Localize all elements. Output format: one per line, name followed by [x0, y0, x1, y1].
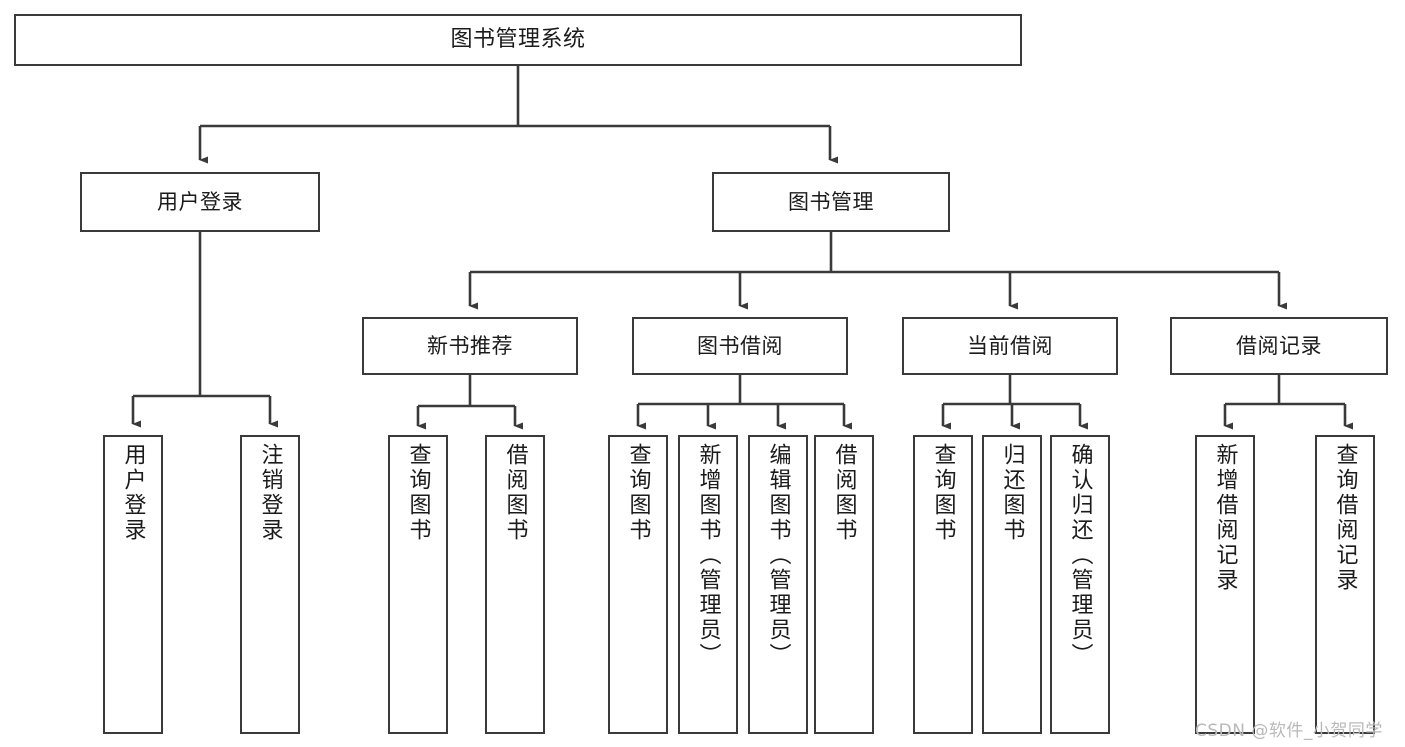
node-borrow-record[interactable]: 借阅记录 [1170, 317, 1388, 375]
node-root-label: 图书管理系统 [450, 27, 586, 53]
node-current-borrow[interactable]: 当前借阅 [902, 317, 1118, 375]
node-leaf-add-book[interactable]: 新增图书（管理员） [678, 435, 738, 734]
node-leaf-query-book-1[interactable]: 查询图书 [388, 435, 448, 734]
node-leaf-query-book-3-label: 查询图书 [930, 443, 956, 543]
node-book-manage-label: 图书管理 [788, 189, 874, 214]
node-leaf-borrow-book-2-label: 借阅图书 [831, 443, 857, 543]
node-leaf-user-logout[interactable]: 注销登录 [240, 435, 300, 734]
node-leaf-borrow-book-1[interactable]: 借阅图书 [485, 435, 545, 734]
node-leaf-query-book-1-label: 查询图书 [405, 443, 431, 543]
node-borrow-record-label: 借阅记录 [1236, 333, 1322, 358]
node-new-book-recommend-label: 新书推荐 [427, 333, 513, 358]
node-leaf-borrow-book-2[interactable]: 借阅图书 [814, 435, 874, 734]
node-user-login-label: 用户登录 [157, 189, 243, 214]
node-leaf-edit-book-label: 编辑图书（管理员） [765, 443, 791, 668]
node-leaf-borrow-book-1-label: 借阅图书 [502, 443, 528, 543]
node-leaf-user-login-label: 用户登录 [120, 443, 146, 543]
node-leaf-query-record-label: 查询借阅记录 [1332, 443, 1358, 593]
node-book-borrow-label: 图书借阅 [697, 333, 783, 358]
node-current-borrow-label: 当前借阅 [967, 333, 1053, 358]
node-leaf-return-book[interactable]: 归还图书 [982, 435, 1042, 734]
node-leaf-query-record[interactable]: 查询借阅记录 [1315, 435, 1375, 734]
node-leaf-query-book-2[interactable]: 查询图书 [608, 435, 668, 734]
node-root[interactable]: 图书管理系统 [14, 14, 1022, 66]
node-leaf-confirm-return[interactable]: 确认归还（管理员） [1050, 435, 1110, 734]
node-leaf-user-logout-label: 注销登录 [257, 443, 283, 543]
node-leaf-confirm-return-label: 确认归还（管理员） [1067, 443, 1093, 668]
node-leaf-user-login[interactable]: 用户登录 [103, 435, 163, 734]
node-leaf-query-book-3[interactable]: 查询图书 [913, 435, 973, 734]
node-leaf-return-book-label: 归还图书 [999, 443, 1025, 543]
node-leaf-edit-book[interactable]: 编辑图书（管理员） [748, 435, 808, 734]
node-book-borrow[interactable]: 图书借阅 [632, 317, 848, 375]
node-leaf-query-book-2-label: 查询图书 [625, 443, 651, 543]
node-leaf-add-book-label: 新增图书（管理员） [695, 443, 721, 668]
node-new-book-recommend[interactable]: 新书推荐 [362, 317, 578, 375]
csdn-watermark: CSDN @软件_小贺同学 [1195, 721, 1383, 741]
node-leaf-add-record-label: 新增借阅记录 [1212, 443, 1238, 593]
node-book-manage[interactable]: 图书管理 [712, 172, 950, 232]
node-user-login[interactable]: 用户登录 [80, 172, 320, 232]
node-leaf-add-record[interactable]: 新增借阅记录 [1195, 435, 1255, 734]
